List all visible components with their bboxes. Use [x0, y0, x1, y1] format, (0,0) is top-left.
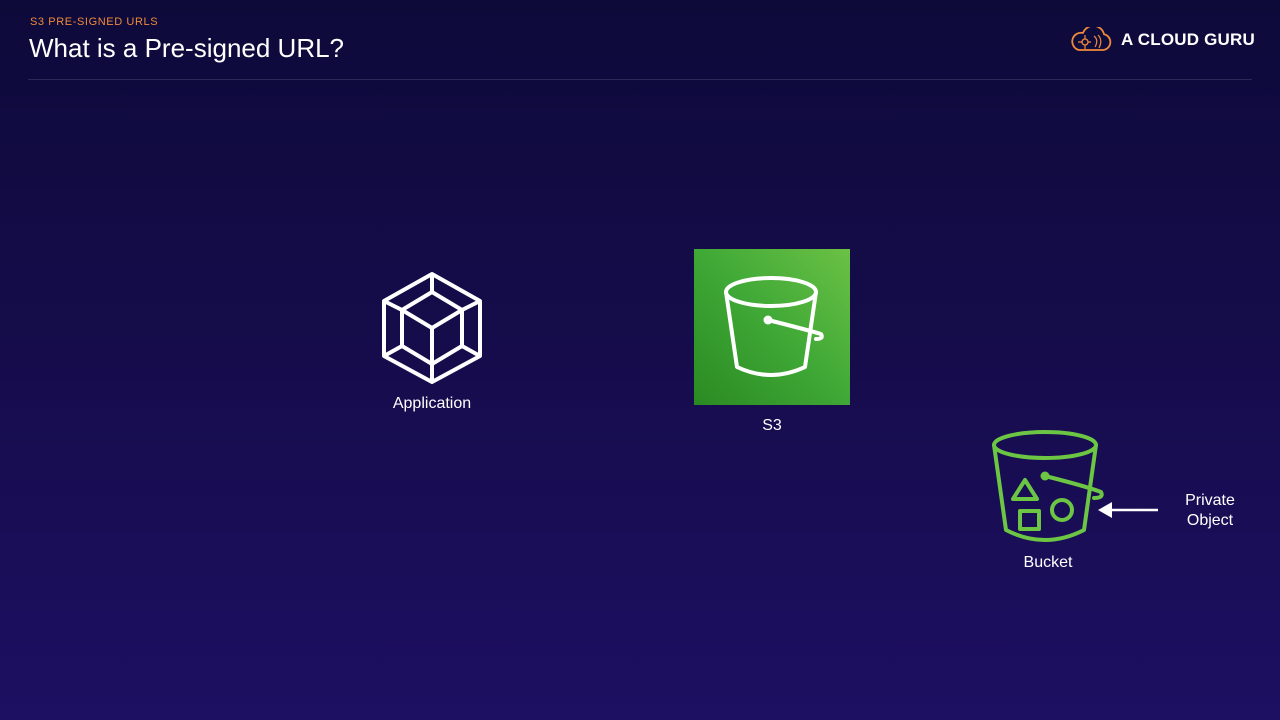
brand-logo: A CLOUD GURU	[1069, 27, 1255, 53]
private-object-label-line2: Object	[1186, 512, 1234, 529]
left-arrow-icon	[1098, 502, 1158, 518]
application-label: Application	[392, 395, 472, 412]
header-divider	[28, 79, 1252, 80]
private-object-label-line1: Private	[1185, 492, 1235, 509]
cube-icon	[382, 272, 482, 384]
s3-label: S3	[762, 417, 782, 434]
section-eyebrow: S3 PRE-SIGNED URLS	[30, 16, 159, 28]
cloud-logo-icon	[1071, 27, 1112, 51]
brand-name: A CLOUD GURU	[1121, 30, 1255, 49]
s3-service-tile	[694, 249, 850, 405]
private-object-label: Private Object	[1170, 491, 1250, 531]
slide-title: What is a Pre-signed URL?	[29, 33, 345, 63]
bucket-objects-icon	[992, 430, 1104, 542]
bucket-label: Bucket	[1023, 554, 1073, 571]
bucket-icon	[724, 276, 824, 377]
